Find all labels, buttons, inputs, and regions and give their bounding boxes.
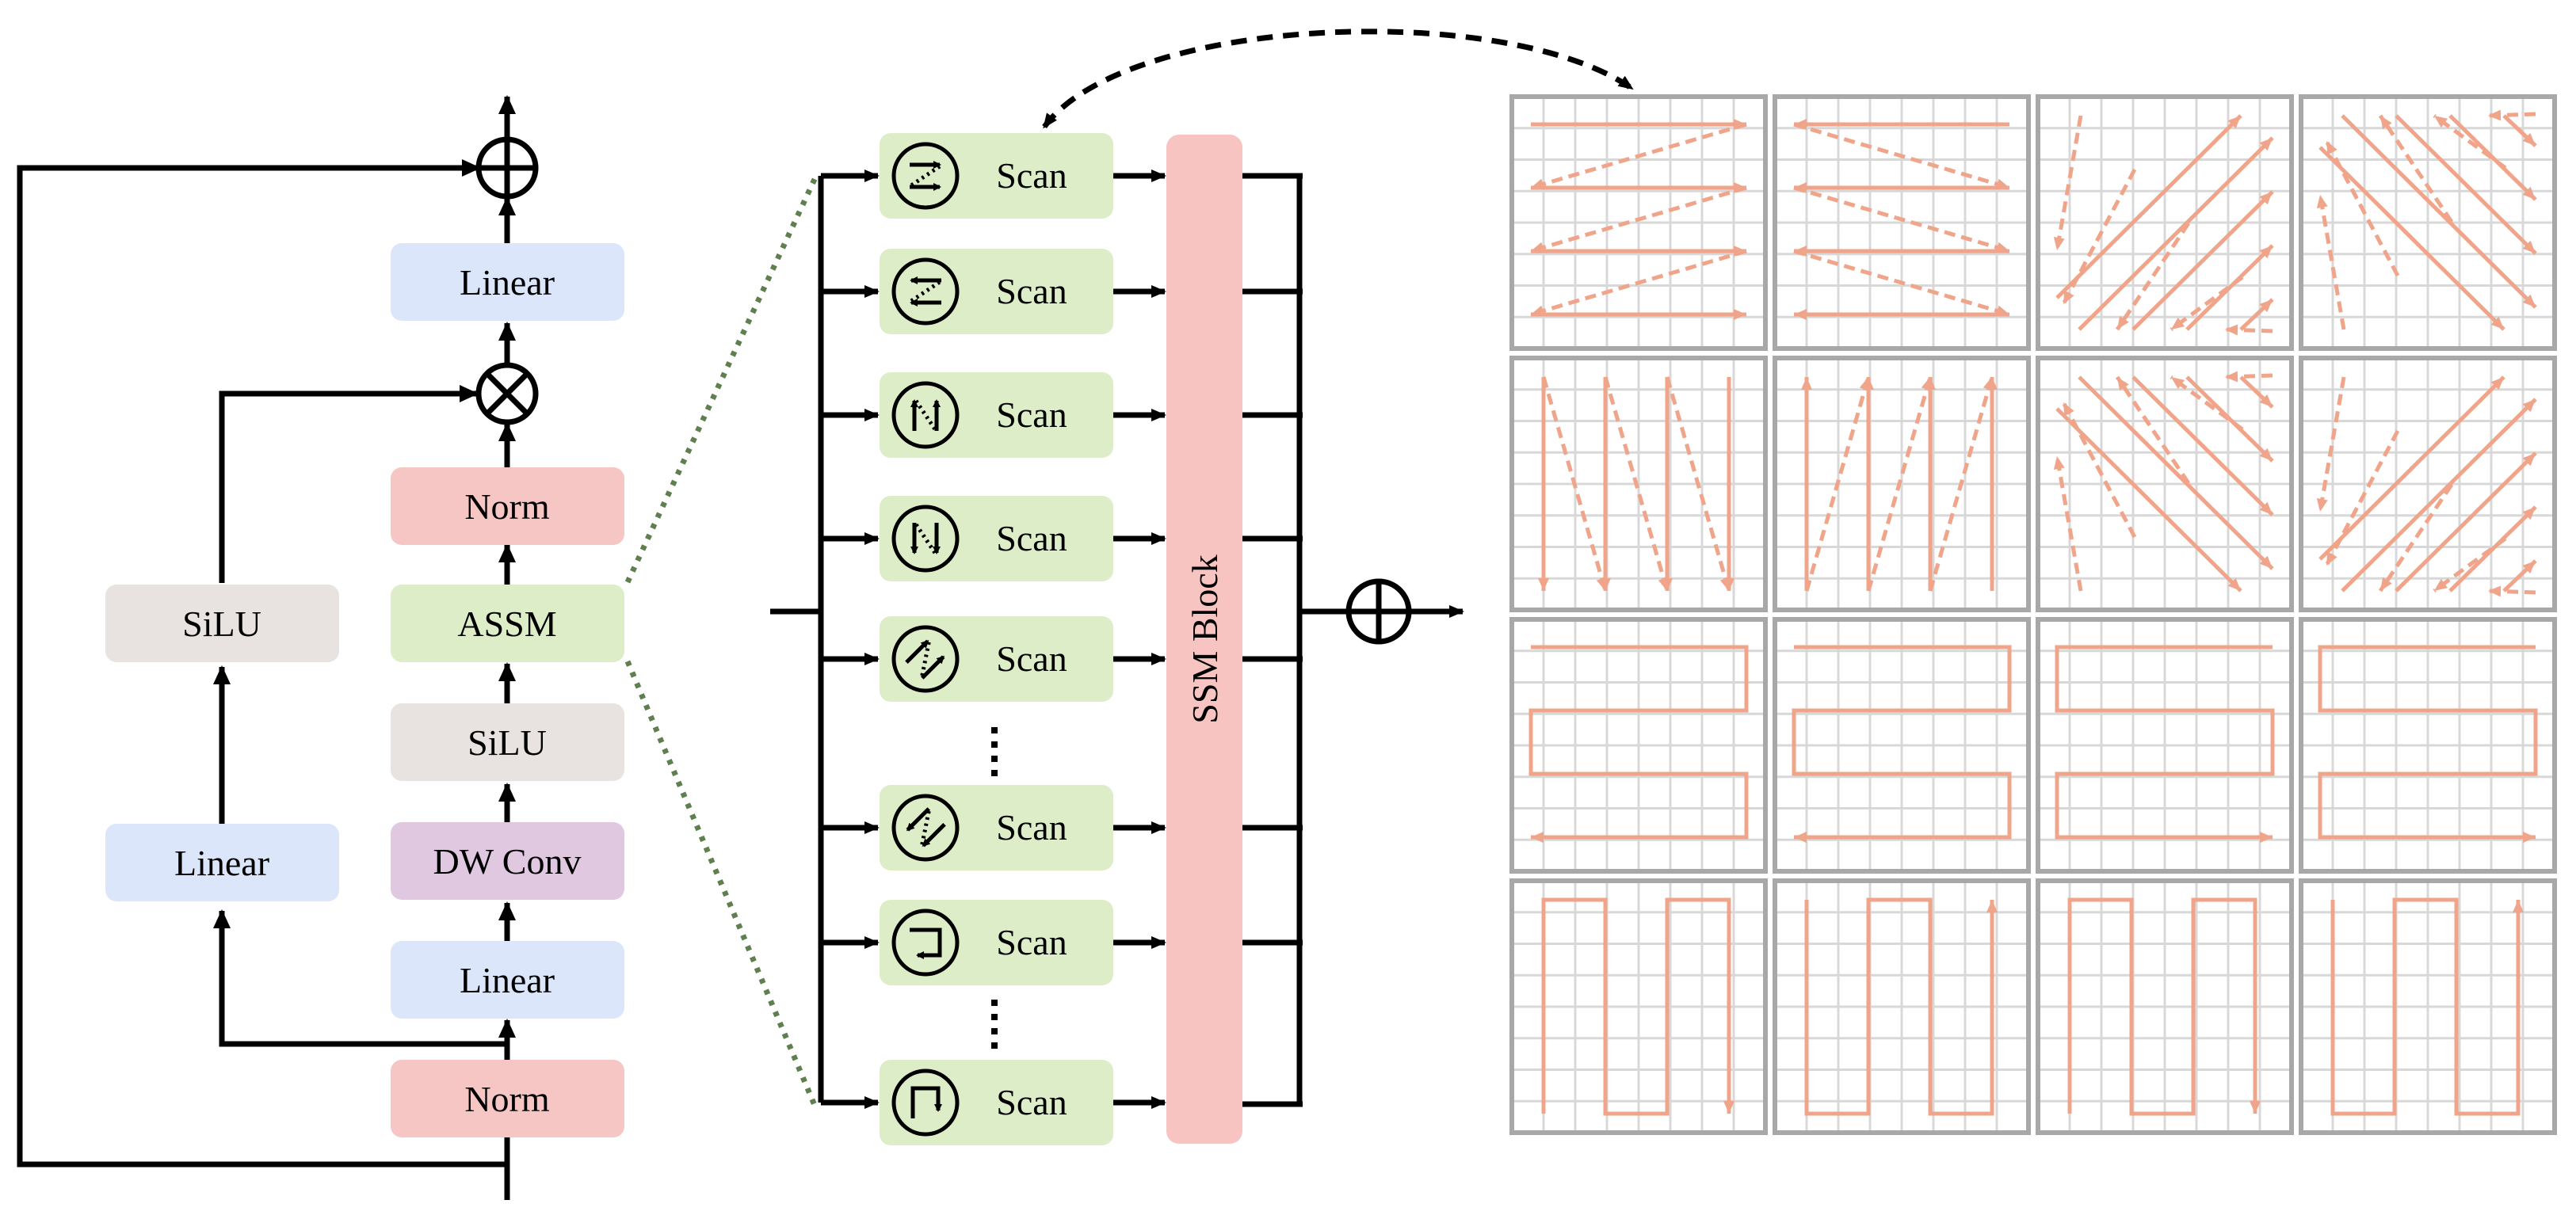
output-merge-wires: [1296, 176, 1464, 1104]
linear-top-box: Linear: [391, 243, 624, 321]
svg-text:ASSM: ASSM: [457, 604, 556, 644]
scan-row: Scan: [821, 249, 1166, 334]
multiply-icon: [475, 362, 539, 425]
diagonal-down-left-icon: [891, 794, 960, 862]
scan-pattern-snake-horizontal-2: [1773, 617, 2031, 874]
zoom-curve-arrow: [1042, 29, 1635, 129]
output-add-icon: [1345, 578, 1412, 645]
zoom-lines: [624, 174, 819, 1110]
scan-label: Scan: [996, 638, 1067, 679]
scan-pattern-diagonal-anti-1: [2036, 356, 2294, 612]
scan-pattern-grid: [1509, 94, 2557, 1135]
zigzag-down-icon: [891, 505, 960, 573]
scan-row: Scan: [821, 133, 1166, 219]
scan-row: Scan: [821, 496, 1166, 581]
svg-text:SSM Block: SSM Block: [1185, 554, 1225, 723]
scan-label: Scan: [996, 394, 1067, 435]
svg-text:SiLU: SiLU: [467, 722, 547, 763]
scan-label: Scan: [996, 518, 1067, 558]
scan-row: Scan: [821, 1060, 1166, 1145]
scan-pattern-diagonal-down-right: [2299, 94, 2557, 351]
scan-pattern-diagonal-up-right: [2036, 94, 2294, 351]
scan-pattern-snake-vertical-1: [1509, 878, 1768, 1135]
scan-label: Scan: [996, 922, 1067, 962]
scan-pattern-snake-horizontal-3: [2036, 617, 2294, 874]
ssm-block: SSM Block: [1166, 135, 1242, 1144]
scan-row: Scan: [821, 616, 1166, 702]
svg-text:SiLU: SiLU: [182, 604, 261, 644]
scan-label: Scan: [996, 271, 1067, 311]
svg-text:DW Conv: DW Conv: [433, 841, 582, 882]
scan-label: Scan: [996, 1082, 1067, 1122]
diagonal-up-right-icon: [891, 625, 960, 693]
scan-pattern-zigzag-horizontal-right: [1509, 94, 1768, 351]
zigzag-right-icon: [891, 142, 960, 210]
scan-pattern-snake-horizontal-4: [2299, 617, 2557, 874]
scan-pattern-snake-vertical-2: [1773, 878, 2031, 1135]
scan-row: Scan: [821, 372, 1166, 458]
scan-pattern-zigzag-vertical-up: [1773, 356, 2031, 612]
scan-label: Scan: [996, 155, 1067, 196]
add-icon: [475, 136, 539, 200]
snake-vertical-icon: [891, 1069, 960, 1137]
scan-pattern-zigzag-vertical-down: [1509, 356, 1768, 612]
silu-inner-box: SiLU: [391, 703, 624, 781]
linear-gate-box: Linear: [105, 824, 339, 901]
scan-row: Scan: [821, 900, 1166, 985]
svg-text:Linear: Linear: [174, 843, 269, 883]
ellipsis-dots-2: [991, 1000, 998, 1049]
scan-module-wires: [770, 176, 824, 1103]
svg-text:Linear: Linear: [460, 960, 555, 1000]
scan-pattern-diagonal-anti-2: [2299, 356, 2557, 612]
dwconv-box: DW Conv: [391, 822, 624, 900]
scan-pattern-snake-vertical-3: [2036, 878, 2294, 1135]
scan-pattern-zigzag-horizontal-left: [1773, 94, 2031, 351]
svg-text:Norm: Norm: [464, 486, 550, 527]
norm-mid-box: Norm: [391, 467, 624, 545]
silu-gate-box: SiLU: [105, 585, 339, 662]
assm-box: ASSM: [391, 585, 624, 662]
zigzag-up-icon: [891, 381, 960, 449]
svg-text:Norm: Norm: [464, 1079, 550, 1119]
ellipsis-dots-1: [991, 727, 998, 776]
ssm-output-lines: [1242, 173, 1303, 1107]
linear-inner-box: Linear: [391, 941, 624, 1019]
norm-bottom-box: Norm: [391, 1060, 624, 1137]
zigzag-left-icon: [891, 257, 960, 326]
snake-horizontal-icon: [891, 909, 960, 977]
scan-pattern-snake-horizontal-1: [1509, 617, 1768, 874]
svg-text:Linear: Linear: [460, 262, 555, 303]
scan-row: Scan: [821, 785, 1166, 870]
scan-pattern-snake-vertical-4: [2299, 878, 2557, 1135]
scan-label: Scan: [996, 807, 1067, 848]
block-diagram: [17, 95, 516, 1200]
